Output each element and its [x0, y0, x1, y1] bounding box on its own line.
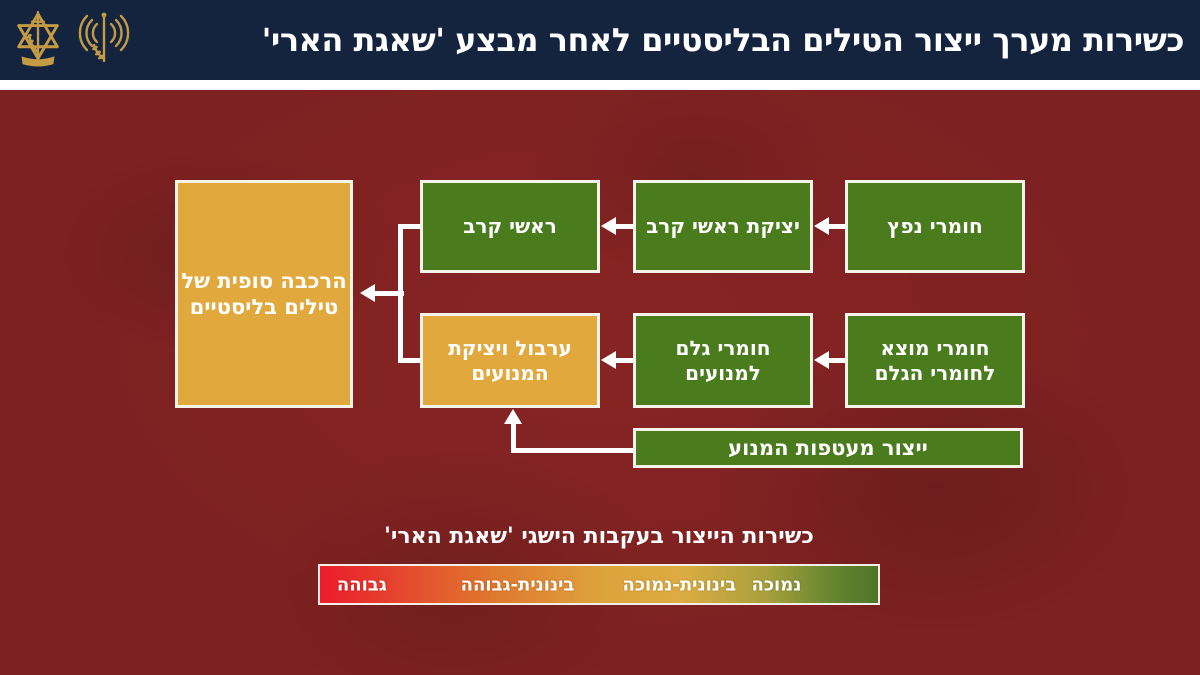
flow-box-warheads: ראשי קרב — [420, 180, 600, 273]
flow-box-warhead-casting: יציקת ראשי קרב — [633, 180, 813, 273]
flow-box-precursor-materials: חומרי מוצא לחומרי הגלם — [845, 313, 1025, 408]
left-arrow-icon — [814, 351, 845, 369]
flow-box-label: ייצור מעטפות המנוע — [728, 435, 928, 460]
left-arrow-icon — [360, 284, 404, 302]
left-arrow-icon — [601, 351, 633, 369]
elbow-connector-line — [511, 448, 635, 453]
legend-title: כשירות הייצור בעקבות הישגי 'שאגת הארי' — [384, 524, 814, 549]
flow-box-label: חומרי נפץ — [887, 214, 983, 238]
legend-label-high: גבוהה — [336, 574, 387, 595]
left-arrow-icon — [814, 217, 845, 235]
page-title: כשירות מערך ייצור הטילים הבליסטיים לאחר … — [261, 21, 1184, 59]
idf-spokesperson-antenna-icon — [78, 12, 130, 63]
flow-box-explosives: חומרי נפץ — [845, 180, 1025, 273]
legend-label-medium-high: בינונית-גבוהה — [460, 574, 575, 595]
flow-box-motor-casings: ייצור מעטפות המנוע — [633, 428, 1023, 468]
flow-box-motor-mixing-casting: ערבול ויציקת המנועים — [420, 313, 600, 408]
left-arrow-icon — [601, 217, 633, 235]
flow-box-label: ערבול ויציקת המנועים — [448, 335, 572, 385]
flow-box-motor-raw-materials: חומרי גלם למנועים — [633, 313, 813, 408]
flow-box-label: ראשי קרב — [463, 214, 557, 238]
bracket-connector-line — [398, 358, 422, 363]
header-divider — [0, 80, 1200, 90]
bracket-connector-line — [398, 224, 422, 229]
header-bar: כשירות מערך ייצור הטילים הבליסטיים לאחר … — [0, 0, 1200, 80]
legend-label-low: נמוכה — [751, 574, 802, 595]
logo-group — [10, 9, 132, 71]
legend-gradient-bar: נמוכה בינונית-נמוכה בינונית-גבוהה גבוהה — [318, 564, 880, 605]
flow-box-label: יציקת ראשי קרב — [646, 214, 800, 238]
legend-label-medium-low: בינונית-נמוכה — [622, 574, 737, 595]
idf-emblem-icon — [17, 10, 59, 67]
flow-box-label: חומרי מוצא לחומרי הגלם — [874, 335, 996, 385]
bracket-connector-line — [398, 224, 403, 362]
up-arrow-icon — [504, 409, 522, 424]
flow-box-final-assembly: הרכבה סופית של טילים בליסטיים — [175, 180, 353, 408]
flow-box-label: חומרי גלם למנועים — [675, 335, 771, 385]
flow-box-label: הרכבה סופית של טילים בליסטיים — [181, 268, 347, 319]
elbow-connector-line — [511, 423, 516, 452]
